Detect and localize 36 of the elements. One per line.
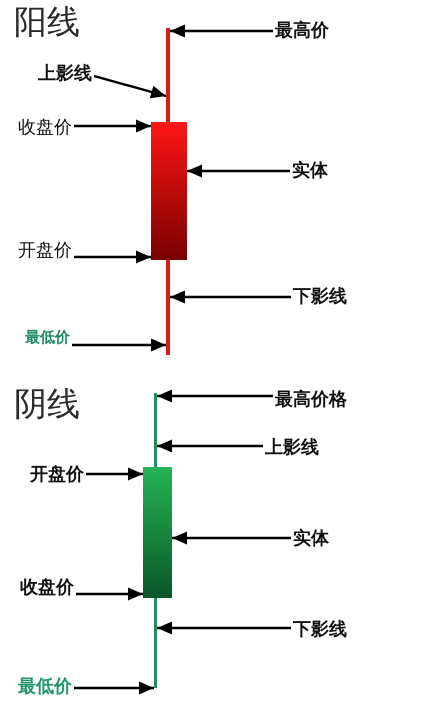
callout-text: 实体 <box>292 160 328 182</box>
leader-arrow <box>170 290 291 304</box>
callout-text: 开盘价 <box>30 464 84 486</box>
leader-arrow <box>157 390 273 402</box>
leader-arrow <box>74 250 151 264</box>
candlestick-heading: 阳线 <box>14 4 80 40</box>
leader-arrow <box>157 440 263 452</box>
leader-arrow <box>172 532 291 544</box>
callout-text: 开盘价 <box>18 240 72 262</box>
candle-body <box>143 467 172 598</box>
lower-shadow-wick <box>166 260 170 355</box>
leader-arrow <box>74 120 151 132</box>
leader-arrow <box>76 588 143 600</box>
callout-text: 下影线 <box>293 286 347 308</box>
candle-body <box>151 122 187 260</box>
leader-arrow <box>86 468 143 480</box>
callout-text: 最低价 <box>25 328 70 346</box>
callout-text: 最低价 <box>18 676 72 698</box>
callout-text: 收盘价 <box>18 117 72 139</box>
lower-shadow-wick <box>154 598 157 688</box>
leader-arrow <box>74 682 154 694</box>
callout-text: 收盘价 <box>20 577 74 599</box>
callout-text: 实体 <box>293 528 329 550</box>
upper-shadow-wick <box>166 28 170 122</box>
leader-arrow <box>94 74 166 98</box>
leader-arrow <box>157 622 291 634</box>
callout-text: 上影线 <box>265 437 319 459</box>
callout-text: 下影线 <box>293 619 347 641</box>
candlestick-heading: 阴线 <box>14 386 80 422</box>
upper-shadow-wick <box>154 393 157 467</box>
callout-text: 上影线 <box>38 63 92 85</box>
callout-text: 最高价格 <box>275 389 347 411</box>
leader-arrow <box>72 338 166 352</box>
leader-arrow <box>187 164 290 178</box>
callout-text: 最高价 <box>275 20 329 42</box>
leader-arrow <box>170 24 273 38</box>
